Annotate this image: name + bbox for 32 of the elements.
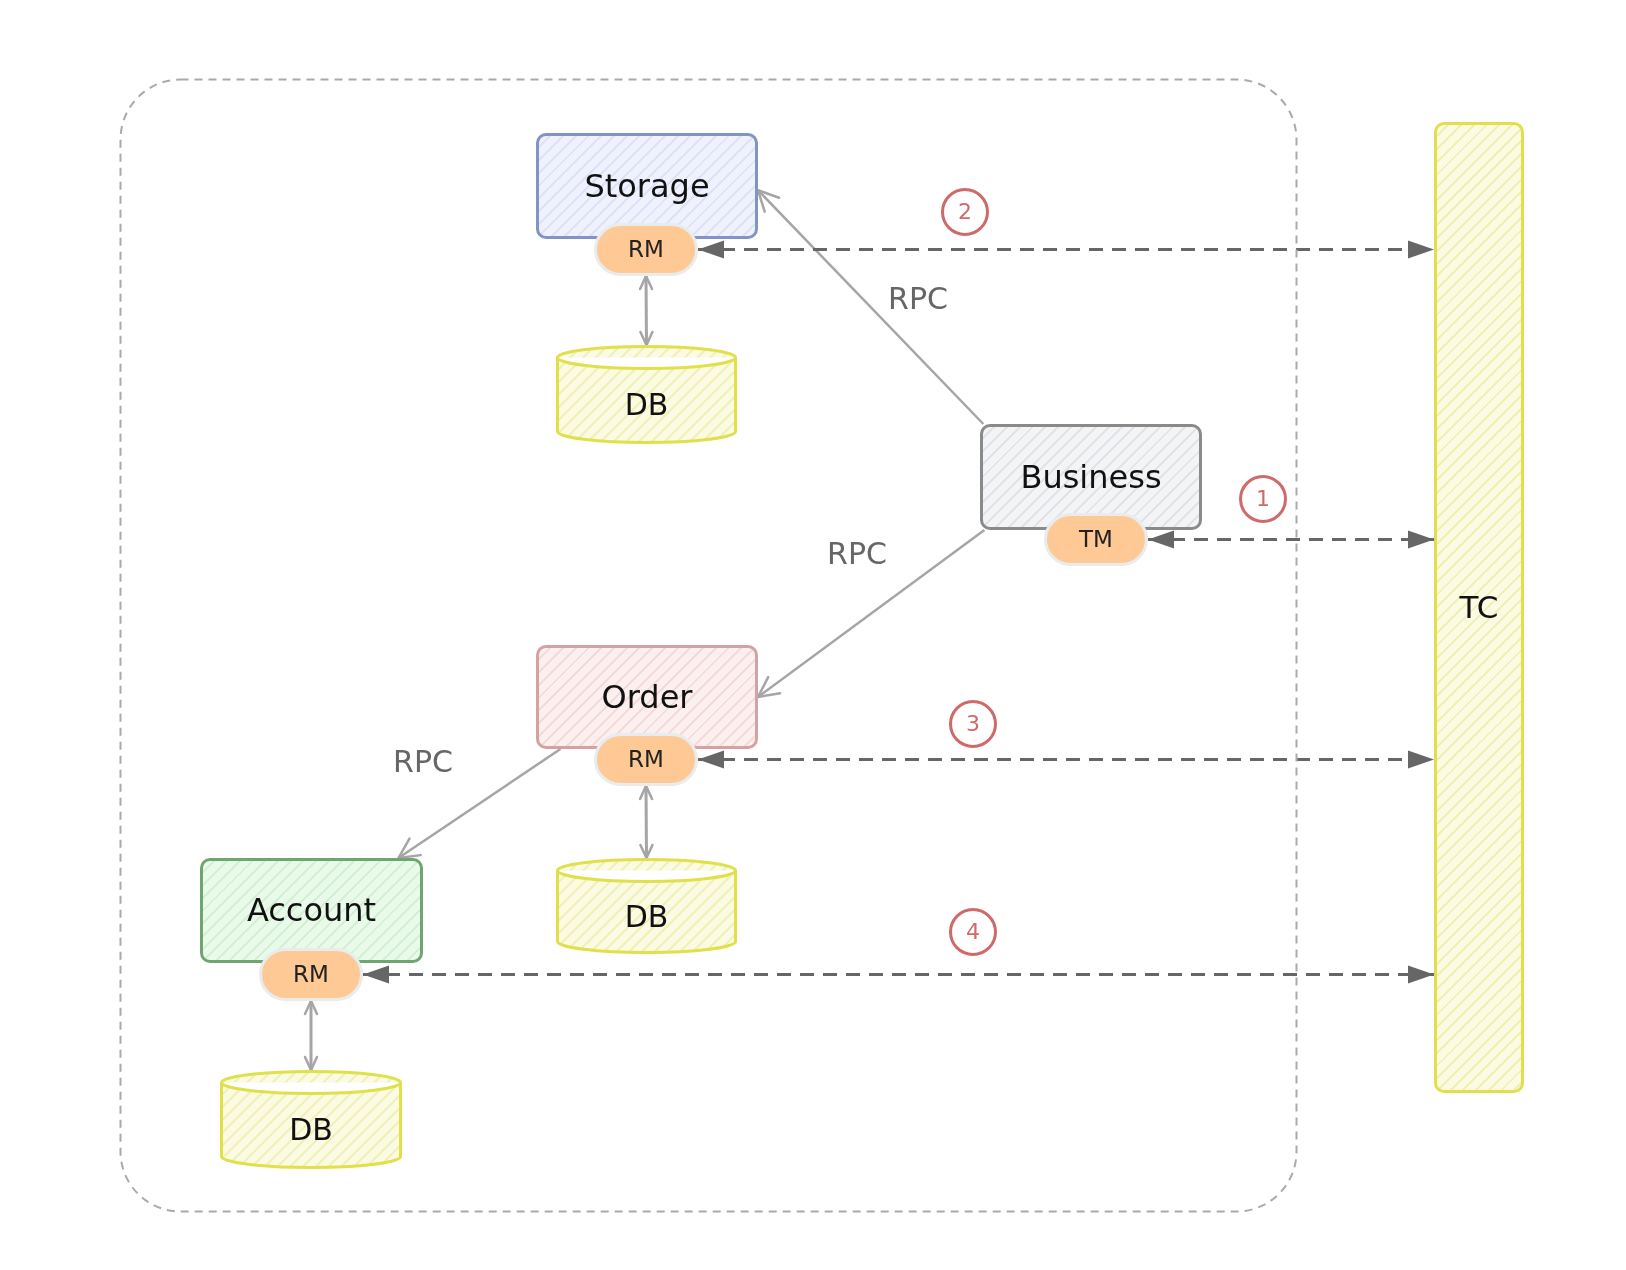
- step-number-badge: 3: [949, 700, 997, 748]
- database-label: DB: [624, 388, 669, 423]
- dashed-arrow: [1148, 530, 1434, 549]
- role-badge: RM: [259, 948, 363, 1001]
- service-name: Business: [1020, 458, 1162, 496]
- dashed-arrow: [698, 750, 1434, 769]
- role-badge: RM: [594, 733, 698, 786]
- role-badge: RM: [594, 223, 698, 276]
- database-label: DB: [289, 1113, 333, 1148]
- double-arrow: [303, 999, 319, 1072]
- service-name: Storage: [584, 167, 710, 205]
- arrow: [397, 747, 562, 860]
- service-box: [536, 645, 758, 749]
- dashed-arrow: [698, 240, 1434, 259]
- service-box: [200, 858, 423, 963]
- dashed-boundary: [119, 78, 1298, 1213]
- database-label: DB: [624, 899, 669, 935]
- arrow: [756, 189, 985, 425]
- double-arrow: [638, 784, 654, 860]
- panel-label: TC: [1459, 589, 1499, 626]
- arrow: [756, 529, 986, 699]
- step-number-badge: 4: [949, 908, 997, 956]
- dashed-arrow: [363, 965, 1434, 984]
- double-arrow: [638, 274, 654, 347]
- service-box: [980, 424, 1202, 530]
- service-name: Account: [246, 892, 377, 929]
- service-name: Order: [601, 678, 693, 716]
- step-number-badge: 2: [941, 188, 989, 236]
- service-box: [536, 133, 758, 239]
- coordinator-panel: [1434, 122, 1524, 1093]
- step-number-badge: 1: [1239, 475, 1287, 523]
- role-badge: TM: [1044, 513, 1148, 566]
